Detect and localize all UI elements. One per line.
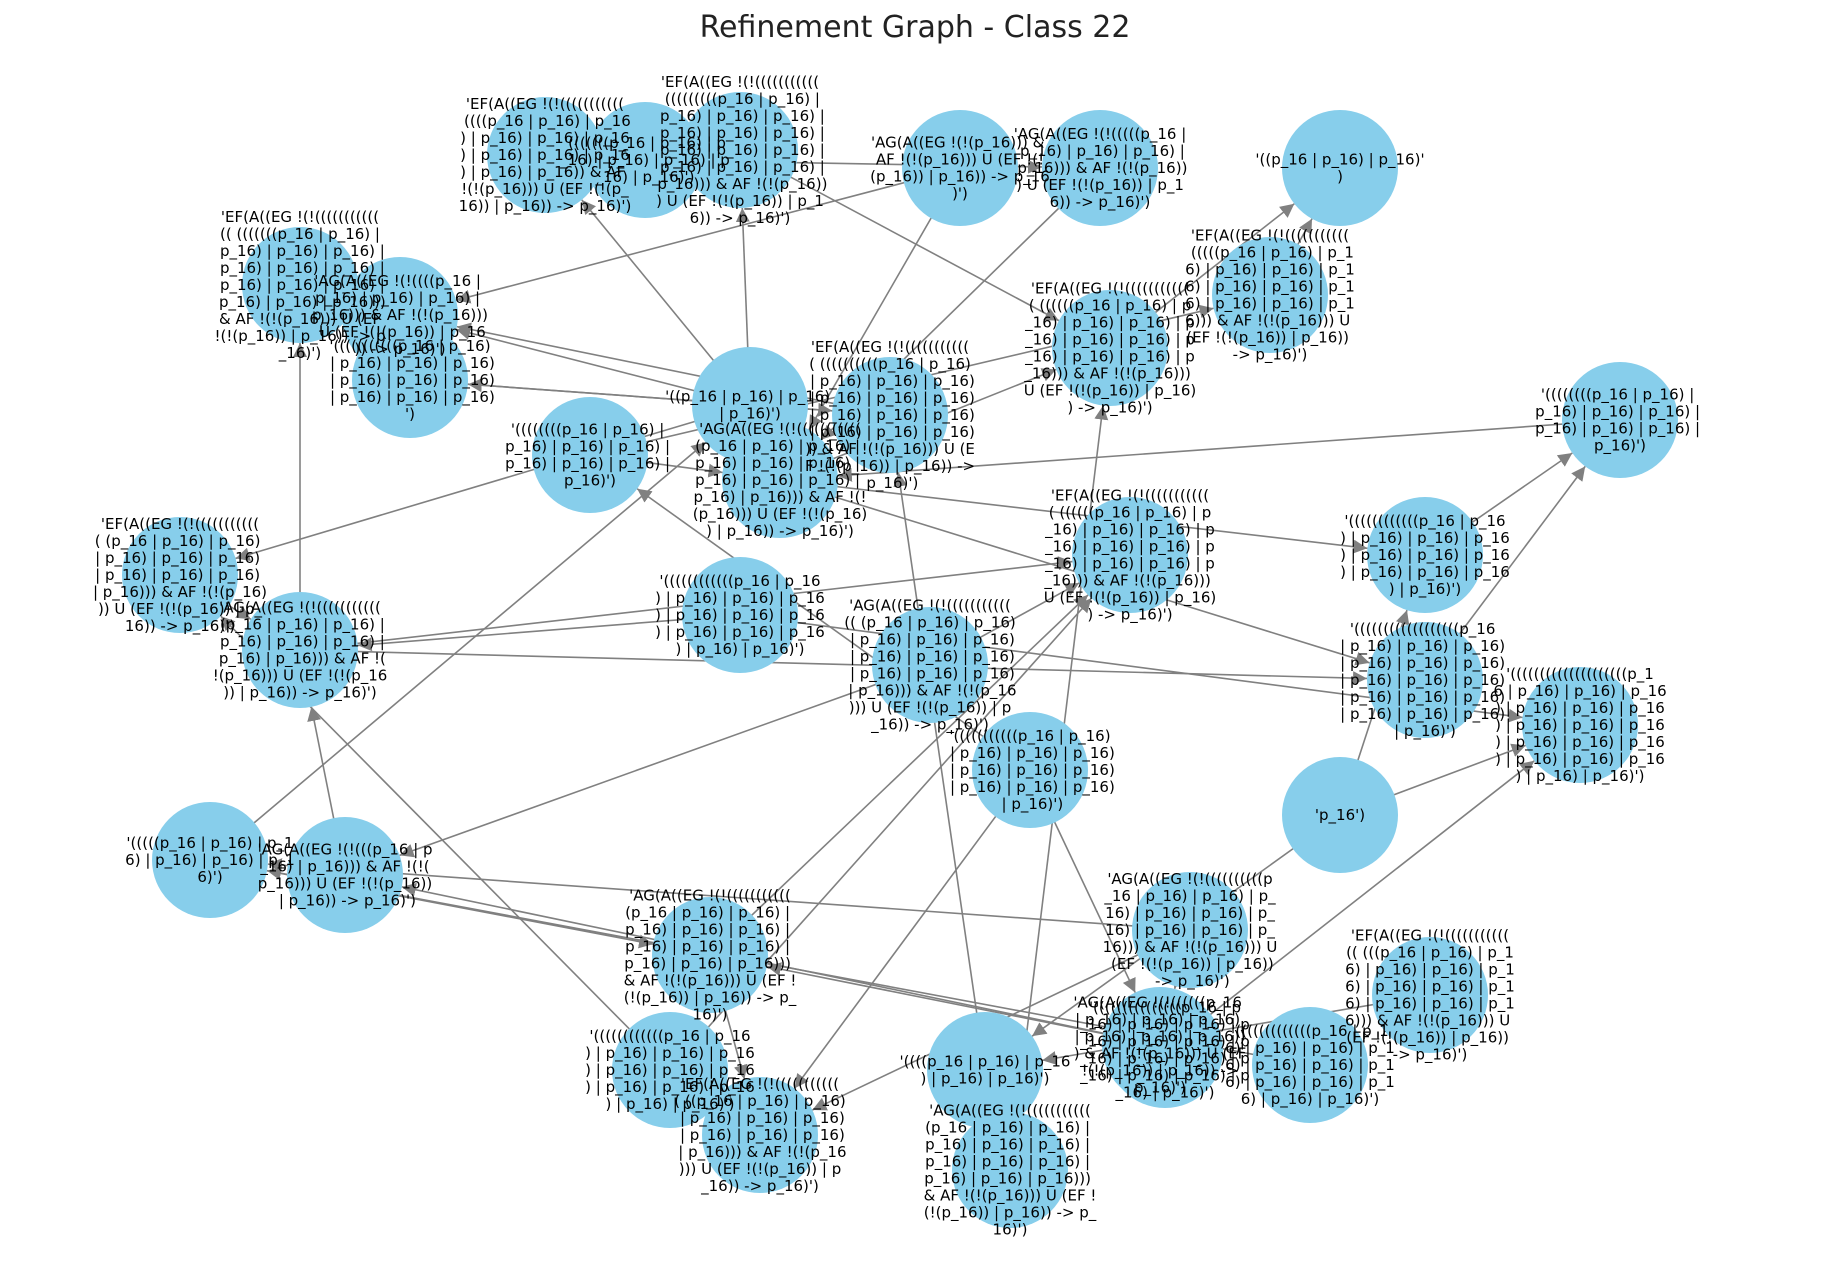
graph-node — [1052, 290, 1168, 406]
node-label: 'AG(A((EG !(!(p_16))) & AF !(!(p_16))) U… — [870, 134, 1050, 203]
graph-node — [122, 517, 238, 633]
graph-node — [1252, 1007, 1368, 1123]
graph-node — [242, 592, 358, 708]
graph-node — [1367, 622, 1483, 738]
graph-node — [1282, 757, 1398, 873]
graph-node — [532, 397, 648, 513]
node-label: 'EF(A((EG !(!(((((((((((( ((((((p_16 | p… — [1043, 487, 1216, 625]
edge-n_left_e-n_mid_a — [209, 441, 707, 861]
graph-node — [1282, 110, 1398, 226]
graph-node — [1072, 497, 1188, 613]
node-label: '((((((((((((p_16 | p_16) | p_16) | p_16… — [1340, 512, 1510, 599]
edge-n_center_low-n_bot_e — [793, 769, 1031, 1089]
graph-node — [152, 802, 268, 918]
node-label: 'EF(A((EG !(!(((((((((((( ((p_16 | p_16)… — [674, 1075, 847, 1196]
node-label: 'AG(A((EG !(!((((((((((( (p_16 | p_16) |… — [213, 599, 388, 703]
edge-n_center_low-n_mid_c — [636, 488, 1031, 771]
graph-node — [872, 607, 988, 723]
graph-node — [1522, 667, 1638, 783]
node-label: 'EF(A((EG !(!((((((((((( (((((((((p_16 |… — [653, 73, 828, 228]
node-label: '((((((((((((((((((p_16 | p_16) | p_16) … — [1340, 620, 1510, 741]
node-label: '((((((((p_16 | p_16) | p_16) | p_16) | … — [1535, 386, 1705, 456]
edge-n_top_d-n_left_b — [455, 167, 961, 304]
graph-title: Refinement Graph - Class 22 — [699, 10, 1131, 45]
graph-node — [1367, 497, 1483, 613]
node-label: '(((((((p_16 | p_16) | p_16) | p_16) | p… — [559, 134, 730, 187]
edge-n_bot_b-n_mid_g — [709, 594, 1089, 956]
graph-node — [902, 110, 1018, 226]
node-label: '((((((((((((p_16 | p_16) | p_16) | p_16… — [585, 1027, 755, 1114]
graph-node — [242, 227, 358, 343]
graph-node — [487, 97, 603, 213]
node-label: 'AG(A((EG !(!(((p_16 | p_16) | p_16))) &… — [257, 841, 432, 911]
edge-n_left_d-n_right_d — [299, 649, 1368, 686]
edge-n_center-n_right_c — [779, 479, 1368, 554]
graph-node — [1212, 237, 1328, 353]
graph-node — [832, 357, 948, 473]
graph-node — [682, 92, 798, 208]
graph-node — [652, 897, 768, 1013]
graph-node — [722, 422, 838, 538]
node-label: '(((((((((((p_16 | p_16) | p_16) | p_16)… — [945, 727, 1115, 814]
node-label: 'AG(A((EG !(!((((((((((((p_16 | p_16) | … — [924, 1102, 1097, 1239]
node-label: 'AG(A((EG !(!((((((((((p_16 | p_16) | p_… — [1103, 870, 1278, 991]
node-label: 'EF(A((EG !(!((((((((((( ((((p_16 | p_16… — [459, 95, 632, 216]
edge-n_top_b-n_mid_b — [739, 149, 1060, 322]
node-label: 'AG(A((EG !(!((((((((((((p_16 | p_16) | … — [693, 420, 867, 541]
node-label: 'EF(A((EG !(!(((((((((((( (p_16 | p_16) … — [93, 515, 267, 636]
graph-node — [1372, 937, 1488, 1053]
node-label: 'EF(A((EG !(!((((((((((((( (((p_16 | p_1… — [1345, 927, 1515, 1065]
graph-node — [1132, 872, 1248, 988]
edge-n_mid_d-n_left_b — [456, 322, 891, 416]
graph-node — [287, 817, 403, 933]
node-label: '((((((((((((p_16 | p_16) | p_16) | p_16… — [655, 572, 825, 659]
node-label: '(((((((((((p_16 | p_16) | p_16) | p_16)… — [325, 337, 495, 423]
graph-node — [1042, 110, 1158, 226]
edge-n_mid_a-n_far_left — [235, 404, 751, 562]
edge-n_bot_h-n_right_e — [1164, 760, 1535, 1051]
graph-node — [952, 1112, 1068, 1228]
graph-node — [702, 1077, 818, 1193]
graph-node — [612, 1012, 728, 1128]
node-label: 'EF(A((EG !(!((((((((((((( (((((((p_16 |… — [214, 208, 386, 363]
graph-node — [682, 557, 798, 673]
edge-n_bot_c-n_mid_d — [893, 472, 986, 1071]
graph-node — [1562, 362, 1678, 478]
graph-node — [587, 102, 703, 218]
node-label: 'EF(A((EG !(!(((((((((((( ((((((((((p_16… — [805, 338, 975, 493]
node-label: 'p_16') — [1315, 806, 1365, 825]
node-label: 'EF(A((EG !(!(((((((((((( ((((((p_16 | p… — [1023, 280, 1196, 418]
edge-n_right_b-n_center — [837, 419, 1621, 482]
node-label: '((p_16 | p_16) | p_16)') — [1255, 151, 1424, 186]
node-label: 'AG(A((EG !(!(((((p_16 | p_16) | p_16) |… — [1013, 125, 1188, 212]
edge-n_mid_f-n_left_f — [399, 664, 931, 858]
node-label: 'AG(A((EG !(!((((p_16 | p_16) | p_16) | … — [312, 272, 488, 359]
node-label: '((((p_16 | p_16) | p_16) | p_16) | p_16… — [900, 1053, 1071, 1089]
node-label: 'EF(A((EG !(!((((((((((( (((((p_16 | p_1… — [1185, 227, 1355, 365]
node-label: '((((((((p_16 | p_16) | p_16) | p_16) | … — [505, 421, 675, 491]
node-label: 'AG(A((EG !(!((((((((((((( (p_16 | p_16)… — [844, 597, 1017, 735]
node-label: '((p_16 | p_16) | p_16) | p_16)') — [665, 388, 835, 424]
node-label: '(((((((((((((((p_16 | p_16) | p_16) | p… — [1079, 999, 1250, 1103]
graph-node — [972, 712, 1088, 828]
edge-n_mid_e-n_left_d — [357, 614, 741, 652]
edge-n_bot_a-n_left_e — [267, 858, 1191, 931]
node-label: 'AG(A((EG !(!((((((((((((p_16 | p_16) | … — [624, 887, 797, 1024]
graph-node — [352, 322, 468, 438]
graph-node — [1107, 992, 1223, 1108]
node-label: 'AG(A((EG !(!((((((p_16 | p_16) | p_16) … — [1073, 994, 1246, 1098]
graph-node — [927, 1012, 1043, 1128]
